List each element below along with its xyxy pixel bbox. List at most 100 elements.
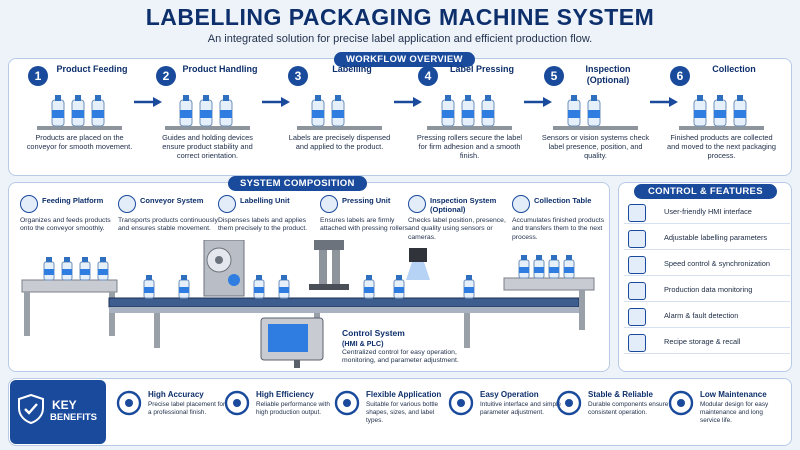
workflow-step-4: 4 Label Pressing Pressing rollers secure… — [412, 60, 527, 178]
feature-item: User-friendly HMI interface — [624, 202, 790, 224]
component-desc: Accumulates finished products and transf… — [512, 217, 605, 241]
feature-divider — [624, 275, 790, 276]
component-icon — [118, 195, 136, 213]
benefit-title: High Efficiency — [256, 390, 314, 399]
step-desc: Guides and holding devices ensure produc… — [162, 133, 253, 160]
shield-check-icon — [556, 390, 582, 416]
feature-label: Adjustable labelling parameters — [664, 233, 768, 242]
benefit-item: High Accuracy Precise label placement fo… — [116, 388, 226, 443]
step-title: Label Pressing — [449, 64, 515, 74]
warning-icon — [628, 308, 646, 326]
benefits-heading-box — [10, 380, 106, 444]
workflow-step-3: 3 Labelling Labels are precisely dispens… — [282, 60, 397, 178]
step-illustration — [679, 95, 764, 130]
benefits-panel — [8, 378, 792, 446]
feature-label: Alarm & fault detection — [664, 311, 739, 320]
benefit-item: Low Maintenance Modular design for easy … — [668, 388, 778, 443]
inspection-camera — [409, 248, 427, 262]
feature-divider — [624, 353, 790, 354]
benefit-title: Low Maintenance — [700, 390, 767, 399]
arrow-right-icon — [524, 97, 552, 107]
step-illustration — [427, 95, 512, 130]
step-desc: Finished products are collected and move… — [667, 133, 776, 160]
arrow-right-icon — [262, 97, 290, 107]
step-desc: Sensors or vision systems check label pr… — [541, 133, 650, 160]
collection-table — [503, 277, 595, 291]
shield-check-icon — [18, 394, 44, 424]
benefits-heading-line2: BENEFITS — [50, 412, 97, 423]
component-title: Pressing Unit — [342, 196, 391, 205]
step-number: 5 — [544, 66, 564, 86]
workflow-step-5: 5 Inspection (Optional) Sensors or visio… — [538, 60, 653, 178]
step-illustration — [165, 95, 250, 130]
feature-label: Recipe storage & recall — [664, 337, 741, 346]
component-icon — [512, 195, 530, 213]
features-heading: CONTROL & FEATURES — [634, 184, 777, 199]
benefit-title: High Accuracy — [148, 390, 204, 399]
bottles-on-conveyor — [43, 255, 575, 299]
speedometer-icon — [628, 256, 646, 274]
control-system-name: Control System — [342, 328, 405, 338]
bottles-icon — [334, 390, 360, 416]
feature-item: Recipe storage & recall — [624, 332, 790, 354]
component-icon — [320, 195, 338, 213]
arrow-right-icon — [394, 97, 422, 107]
step-number: 3 — [288, 66, 308, 86]
step-desc: Pressing rollers secure the label for fi… — [416, 133, 523, 160]
step-number: 1 — [28, 66, 48, 86]
feature-label: Speed control & synchronization — [664, 259, 770, 268]
hand-pointer-icon — [448, 390, 474, 416]
feature-divider — [624, 327, 790, 328]
feature-label: User-friendly HMI interface — [664, 207, 752, 216]
clipboard-icon — [628, 334, 646, 352]
benefit-title: Easy Operation — [480, 390, 539, 399]
feature-item: Alarm & fault detection — [624, 306, 790, 328]
target-icon — [116, 390, 142, 416]
bar-chart-icon — [628, 282, 646, 300]
step-illustration — [297, 95, 382, 130]
step-title: Labelling — [332, 64, 372, 74]
component-icon — [218, 195, 236, 213]
feature-item: Production data monitoring — [624, 280, 790, 302]
pressing-unit — [314, 240, 344, 250]
page-title: LABELLING PACKAGING MACHINE SYSTEM — [145, 4, 655, 30]
component-desc: Dispenses labels and applies them precis… — [218, 217, 308, 233]
benefit-desc: Durable components ensure consistent ope… — [588, 401, 669, 416]
gauge-icon — [224, 390, 250, 416]
benefit-desc: Suitable for various bottle shapes, size… — [366, 401, 439, 424]
feeding-table — [21, 279, 118, 293]
step-title: Inspection (Optional) — [585, 64, 631, 85]
benefit-desc: Intuitive interface and simple parameter… — [480, 401, 561, 416]
step-desc: Labels are precisely dispensed and appli… — [288, 133, 391, 151]
step-number: 6 — [670, 66, 690, 86]
feature-item: Speed control & synchronization — [624, 254, 790, 276]
benefit-desc: Precise label placement for a profession… — [148, 401, 226, 416]
features-panel — [618, 182, 792, 372]
page-subtitle: An integrated solution for precise label… — [207, 33, 593, 45]
feature-label: Production data monitoring — [664, 285, 753, 294]
feature-divider — [624, 249, 790, 250]
feature-divider — [624, 223, 790, 224]
component-desc: Ensures labels are firmly attached with … — [320, 217, 410, 233]
step-title: Product Handling — [182, 64, 258, 74]
component-title: Conveyor System — [140, 196, 204, 205]
monitor-icon — [628, 204, 646, 222]
benefit-desc: Reliable performance with high productio… — [256, 401, 330, 416]
component-title: Collection Table — [534, 196, 592, 205]
step-desc: Products are placed on the conveyor for … — [26, 133, 133, 151]
component-title: Labelling Unit — [240, 196, 290, 205]
control-system-title: Control System — [342, 328, 405, 338]
feature-divider — [624, 301, 790, 302]
conveyor-belt — [108, 297, 580, 308]
component-desc: Organizes and feeds products onto the co… — [20, 217, 111, 233]
step-number: 4 — [418, 66, 438, 86]
benefit-item: Easy Operation Intuitive interface and s… — [448, 388, 561, 443]
component-desc: Transports products continuously and ens… — [118, 217, 218, 233]
benefit-item: Stable & Reliable Durable components ens… — [556, 388, 668, 443]
benefit-item: Flexible Application Suitable for variou… — [334, 388, 444, 443]
step-number: 2 — [156, 66, 176, 86]
component-title: Feeding Platform — [42, 196, 104, 205]
component-desc: Checks label position, presence, and qua… — [408, 217, 506, 241]
step-illustration — [37, 95, 122, 130]
workflow-step-6: 6 Collection Finished products are colle… — [664, 60, 779, 178]
